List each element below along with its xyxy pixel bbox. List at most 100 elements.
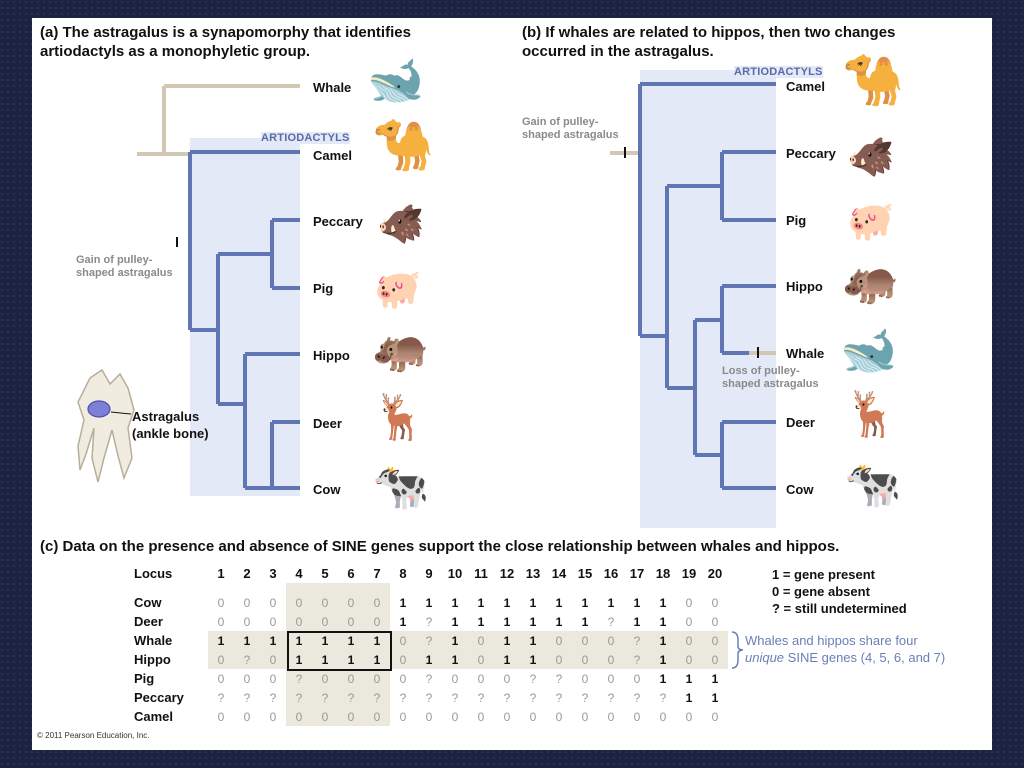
table-cell: 0 — [243, 709, 251, 724]
legend-line-present: 1 = gene present — [772, 567, 875, 582]
table-cell: 1 — [659, 671, 667, 686]
table-cell: ? — [399, 690, 407, 705]
table-cell: 1 — [659, 595, 667, 610]
table-cell: ? — [529, 671, 537, 686]
table-cell: 1 — [607, 595, 615, 610]
table-cell: 0 — [503, 671, 511, 686]
panel-a-taxon-pig: Pig — [313, 281, 334, 296]
table-cell: ? — [286, 688, 312, 707]
locus-number: 20 — [707, 566, 723, 581]
table-cell: ? — [581, 690, 589, 705]
table-cell: 1 — [633, 614, 641, 629]
table-cell: 0 — [269, 595, 277, 610]
table-cell: 0 — [364, 669, 390, 688]
table-cell: 1 — [581, 614, 589, 629]
deer-icon: 🦌 — [372, 393, 427, 442]
whale-icon: 🐋 — [840, 324, 898, 376]
table-cell: 0 — [364, 707, 390, 726]
table-cell: 0 — [633, 709, 641, 724]
panel-a-title: (a) The astragalus is a synapomorphy tha… — [40, 23, 411, 61]
table-cell: ? — [607, 614, 615, 629]
table-cell: 0 — [451, 671, 459, 686]
table-cell: 0 — [659, 709, 667, 724]
cow-icon: 🐄 — [372, 460, 430, 512]
panel-b-gain-note-line2: shaped astragalus — [522, 129, 619, 141]
table-cell: 0 — [685, 614, 693, 629]
locus-number: 16 — [603, 566, 619, 581]
table-cell: ? — [624, 631, 650, 650]
locus-number: 7 — [373, 566, 381, 581]
table-cell: 0 — [676, 650, 702, 669]
panel-a-gain-note-line1: Gain of pulley- — [76, 254, 153, 266]
table-cell: 1 — [442, 631, 468, 650]
table-cell: 1 — [312, 650, 338, 669]
table-cell: 0 — [581, 671, 589, 686]
table-cell: 0 — [269, 614, 277, 629]
panel-a-taxon-whale: Whale — [313, 80, 352, 95]
bracket-note-italic: unique — [745, 650, 785, 665]
row-taxon-name: Hippo — [134, 652, 171, 667]
table-cell: 0 — [425, 709, 433, 724]
table-cell: 1 — [338, 631, 364, 650]
table-cell: 1 — [451, 595, 459, 610]
table-cell: 0 — [581, 709, 589, 724]
table-cell: 0 — [260, 650, 286, 669]
locus-number: 12 — [499, 566, 515, 581]
table-cell: ? — [234, 650, 260, 669]
table-cell: 1 — [520, 631, 546, 650]
row-taxon-name: Pig — [134, 671, 155, 686]
table-cell: 0 — [399, 671, 407, 686]
table-cell: 1 — [312, 631, 338, 650]
table-cell: 1 — [416, 650, 442, 669]
panel-b-taxon-peccary: Peccary — [786, 146, 836, 161]
row-taxon-name: Deer — [134, 614, 163, 629]
table-cell: 0 — [572, 650, 598, 669]
bracket-note-line1: Whales and hippos share four — [745, 633, 918, 648]
hippo-icon: 🦛 — [842, 254, 900, 306]
table-cell: 0 — [390, 631, 416, 650]
table-cell: 1 — [529, 614, 537, 629]
bracket-note-line2: unique SINE genes (4, 5, 6, and 7) — [745, 649, 945, 666]
table-cell: 0 — [208, 650, 234, 669]
table-cell: 0 — [364, 593, 390, 612]
table-cell: 0 — [598, 650, 624, 669]
panel-b-title-line2: occurred in the astragalus. — [522, 43, 714, 60]
panel-a-gain-note-line2: shaped astragalus — [76, 267, 173, 279]
table-cell: ? — [607, 690, 615, 705]
table-cell: ? — [217, 690, 225, 705]
locus-number: 3 — [269, 566, 277, 581]
table-cell: ? — [312, 688, 338, 707]
locus-number: 10 — [447, 566, 463, 581]
legend-line-undetermined: ? = still undetermined — [772, 601, 907, 616]
table-cell: 0 — [217, 709, 225, 724]
table-cell: 0 — [312, 593, 338, 612]
locus-number: 13 — [525, 566, 541, 581]
panel-b-title-line1: (b) If whales are related to hippos, the… — [522, 24, 896, 41]
table-cell: ? — [425, 690, 433, 705]
table-cell: 1 — [286, 650, 312, 669]
astragalus-label: Astragalus (ankle bone) — [132, 408, 209, 442]
table-cell: ? — [364, 688, 390, 707]
table-cell: 1 — [555, 614, 563, 629]
table-cell: 0 — [243, 614, 251, 629]
table-cell: 1 — [399, 595, 407, 610]
table-cell: 1 — [451, 614, 459, 629]
table-cell: ? — [425, 671, 433, 686]
deer-icon: 🦌 — [844, 390, 899, 439]
table-cell: 0 — [286, 612, 312, 631]
cow-icon: 🐄 — [844, 458, 902, 510]
bracket-note-rest: SINE genes (4, 5, 6, and 7) — [784, 650, 946, 665]
panel-b-title: (b) If whales are related to hippos, the… — [522, 23, 895, 61]
table-cell: 0 — [286, 707, 312, 726]
panel-b-taxon-deer: Deer — [786, 415, 815, 430]
table-cell: 1 — [286, 631, 312, 650]
table-cell: 0 — [286, 593, 312, 612]
table-cell: ? — [555, 671, 563, 686]
panel-c-title: (c) Data on the presence and absence of … — [40, 538, 840, 555]
table-cell: 0 — [685, 709, 693, 724]
table-cell: 0 — [468, 650, 494, 669]
bracket-note: Whales and hippos share four unique SINE… — [745, 632, 945, 666]
